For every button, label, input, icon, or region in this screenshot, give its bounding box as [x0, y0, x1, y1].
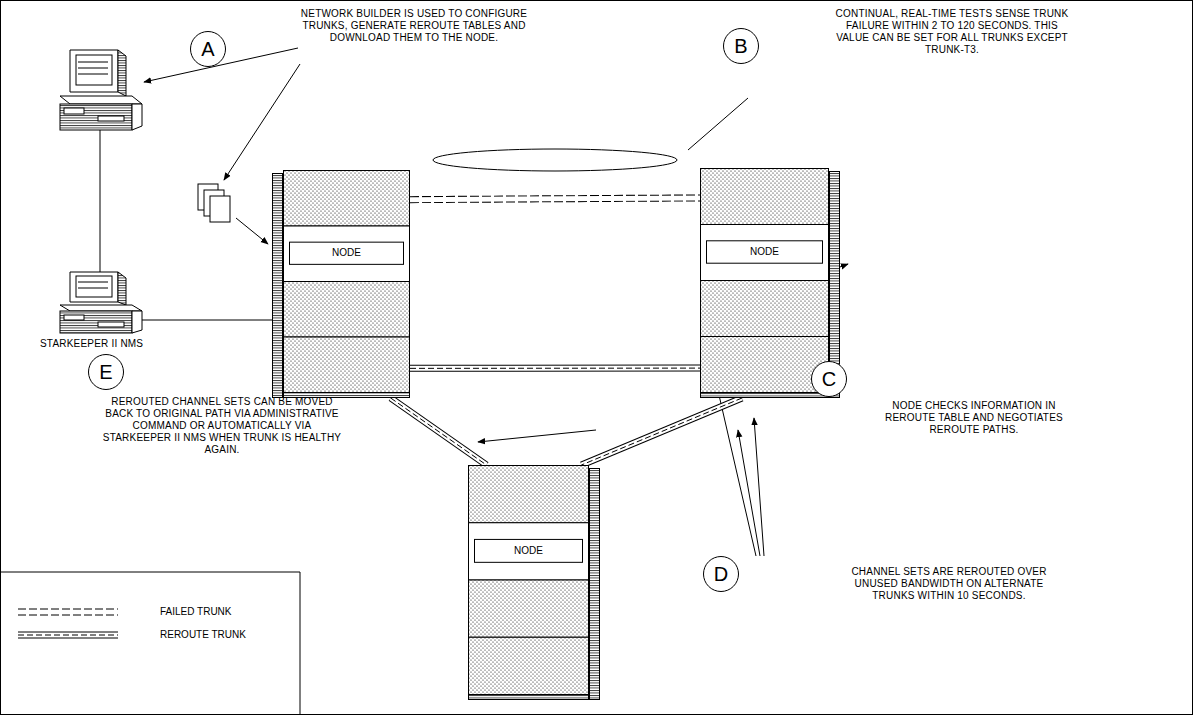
callout-letter: D — [714, 563, 728, 585]
node-label: NODE — [468, 545, 589, 557]
callout-note: CHANNEL SETS ARE REROUTED OVER UNUSED BA… — [846, 566, 1052, 602]
node-label: NODE — [283, 247, 410, 259]
callout-circle: C — [811, 361, 847, 397]
workstation — [60, 272, 142, 333]
network-cable — [100, 130, 101, 272]
reroute-trunk — [582, 398, 742, 465]
callout-circle: D — [703, 556, 739, 592]
workstation — [60, 50, 142, 130]
callout-letter: A — [201, 38, 214, 60]
leader-arrow — [224, 64, 300, 180]
callout-note: REROUTED CHANNEL SETS CAN BE MOVED BACK … — [100, 396, 344, 456]
callout-circle: B — [723, 28, 759, 64]
callout-circle: E — [88, 354, 124, 390]
legend-box — [0, 572, 300, 715]
legend-text: REROUTE TRUNK — [160, 629, 246, 641]
callout-circle: A — [190, 31, 226, 67]
callout-letter: C — [822, 368, 836, 390]
test-ellipse — [433, 149, 677, 171]
leader-arrow — [478, 430, 596, 442]
system-name: STARKEEPER II NMS — [40, 338, 160, 350]
callout-note: CONTINUAL, REAL-TIME TESTS SENSE TRUNK F… — [834, 8, 1070, 56]
callout-note: NODE CHECKS INFORMATION IN REROUTE TABLE… — [876, 400, 1072, 436]
download-arrow — [236, 218, 268, 244]
network-cable — [142, 320, 272, 321]
legend-reroute-sample — [18, 632, 118, 638]
node-label: NODE — [700, 246, 829, 258]
reroute-trunk — [391, 398, 487, 465]
legend-failed-sample — [18, 609, 118, 615]
reroute-table-documents — [198, 184, 230, 222]
callout-note: NETWORK BUILDER IS USED TO CONFIGURE TRU… — [300, 8, 528, 44]
network-node-rack: NODE — [272, 170, 410, 398]
legend-text: FAILED TRUNK — [160, 606, 232, 618]
rack-cabinet — [272, 170, 410, 398]
network-node-rack: NODE — [468, 465, 600, 700]
callout-letter: E — [99, 361, 112, 383]
leader-line — [688, 98, 748, 150]
rack-cabinet — [468, 465, 600, 700]
failed-trunk — [410, 198, 700, 200]
reroute-trunk — [410, 368, 700, 369]
callout-letter: B — [734, 35, 747, 57]
leader-arrow — [754, 418, 764, 556]
